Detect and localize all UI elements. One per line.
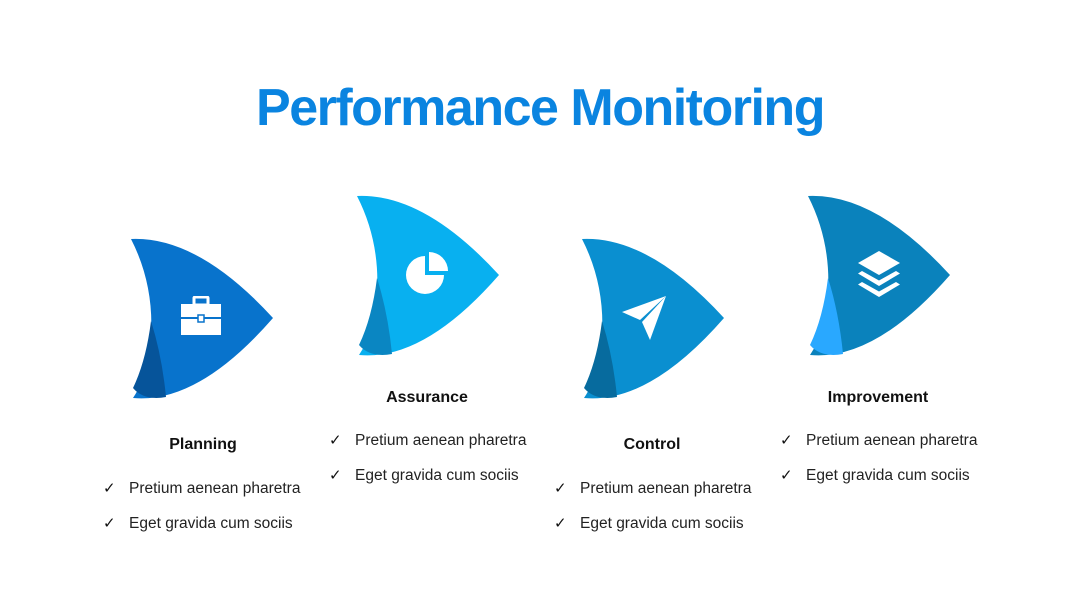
send-arrow-icon	[622, 296, 666, 340]
list-item: ✓Eget gravida cum sociis	[554, 515, 744, 532]
check-icon: ✓	[554, 480, 567, 497]
bullet-list: ✓Pretium aenean pharetra ✓Eget gravida c…	[554, 479, 794, 549]
check-icon: ✓	[780, 467, 793, 484]
card-heading: Improvement	[827, 389, 929, 406]
check-icon: ✓	[103, 515, 116, 532]
list-item: ✓Pretium aenean pharetra	[103, 480, 301, 497]
pie-chart-icon	[406, 252, 448, 294]
list-item: ✓Eget gravida cum sociis	[780, 467, 970, 484]
check-icon: ✓	[103, 480, 116, 497]
list-item: ✓Pretium aenean pharetra	[329, 432, 527, 449]
card-heading: Assurance	[386, 389, 468, 406]
card-heading: Control	[623, 436, 681, 453]
check-icon: ✓	[329, 467, 342, 484]
page-title: Performance Monitoring	[256, 79, 825, 137]
list-item: ✓Pretium aenean pharetra	[780, 432, 978, 449]
bullet-list: ✓Pretium aenean pharetra ✓Eget gravida c…	[329, 431, 569, 501]
briefcase-icon	[181, 296, 221, 335]
card-heading: Planning	[169, 436, 237, 453]
list-item: ✓Eget gravida cum sociis	[103, 515, 293, 532]
improvement-triangle-shape	[808, 195, 950, 356]
check-icon: ✓	[329, 432, 342, 449]
bullet-list: ✓Pretium aenean pharetra ✓Eget gravida c…	[103, 479, 343, 549]
layers-icon	[858, 251, 900, 297]
check-icon: ✓	[554, 515, 567, 532]
bullet-list: ✓Pretium aenean pharetra ✓Eget gravida c…	[780, 431, 1020, 501]
check-icon: ✓	[780, 432, 793, 449]
list-item: ✓Eget gravida cum sociis	[329, 467, 519, 484]
list-item: ✓Pretium aenean pharetra	[554, 480, 752, 497]
